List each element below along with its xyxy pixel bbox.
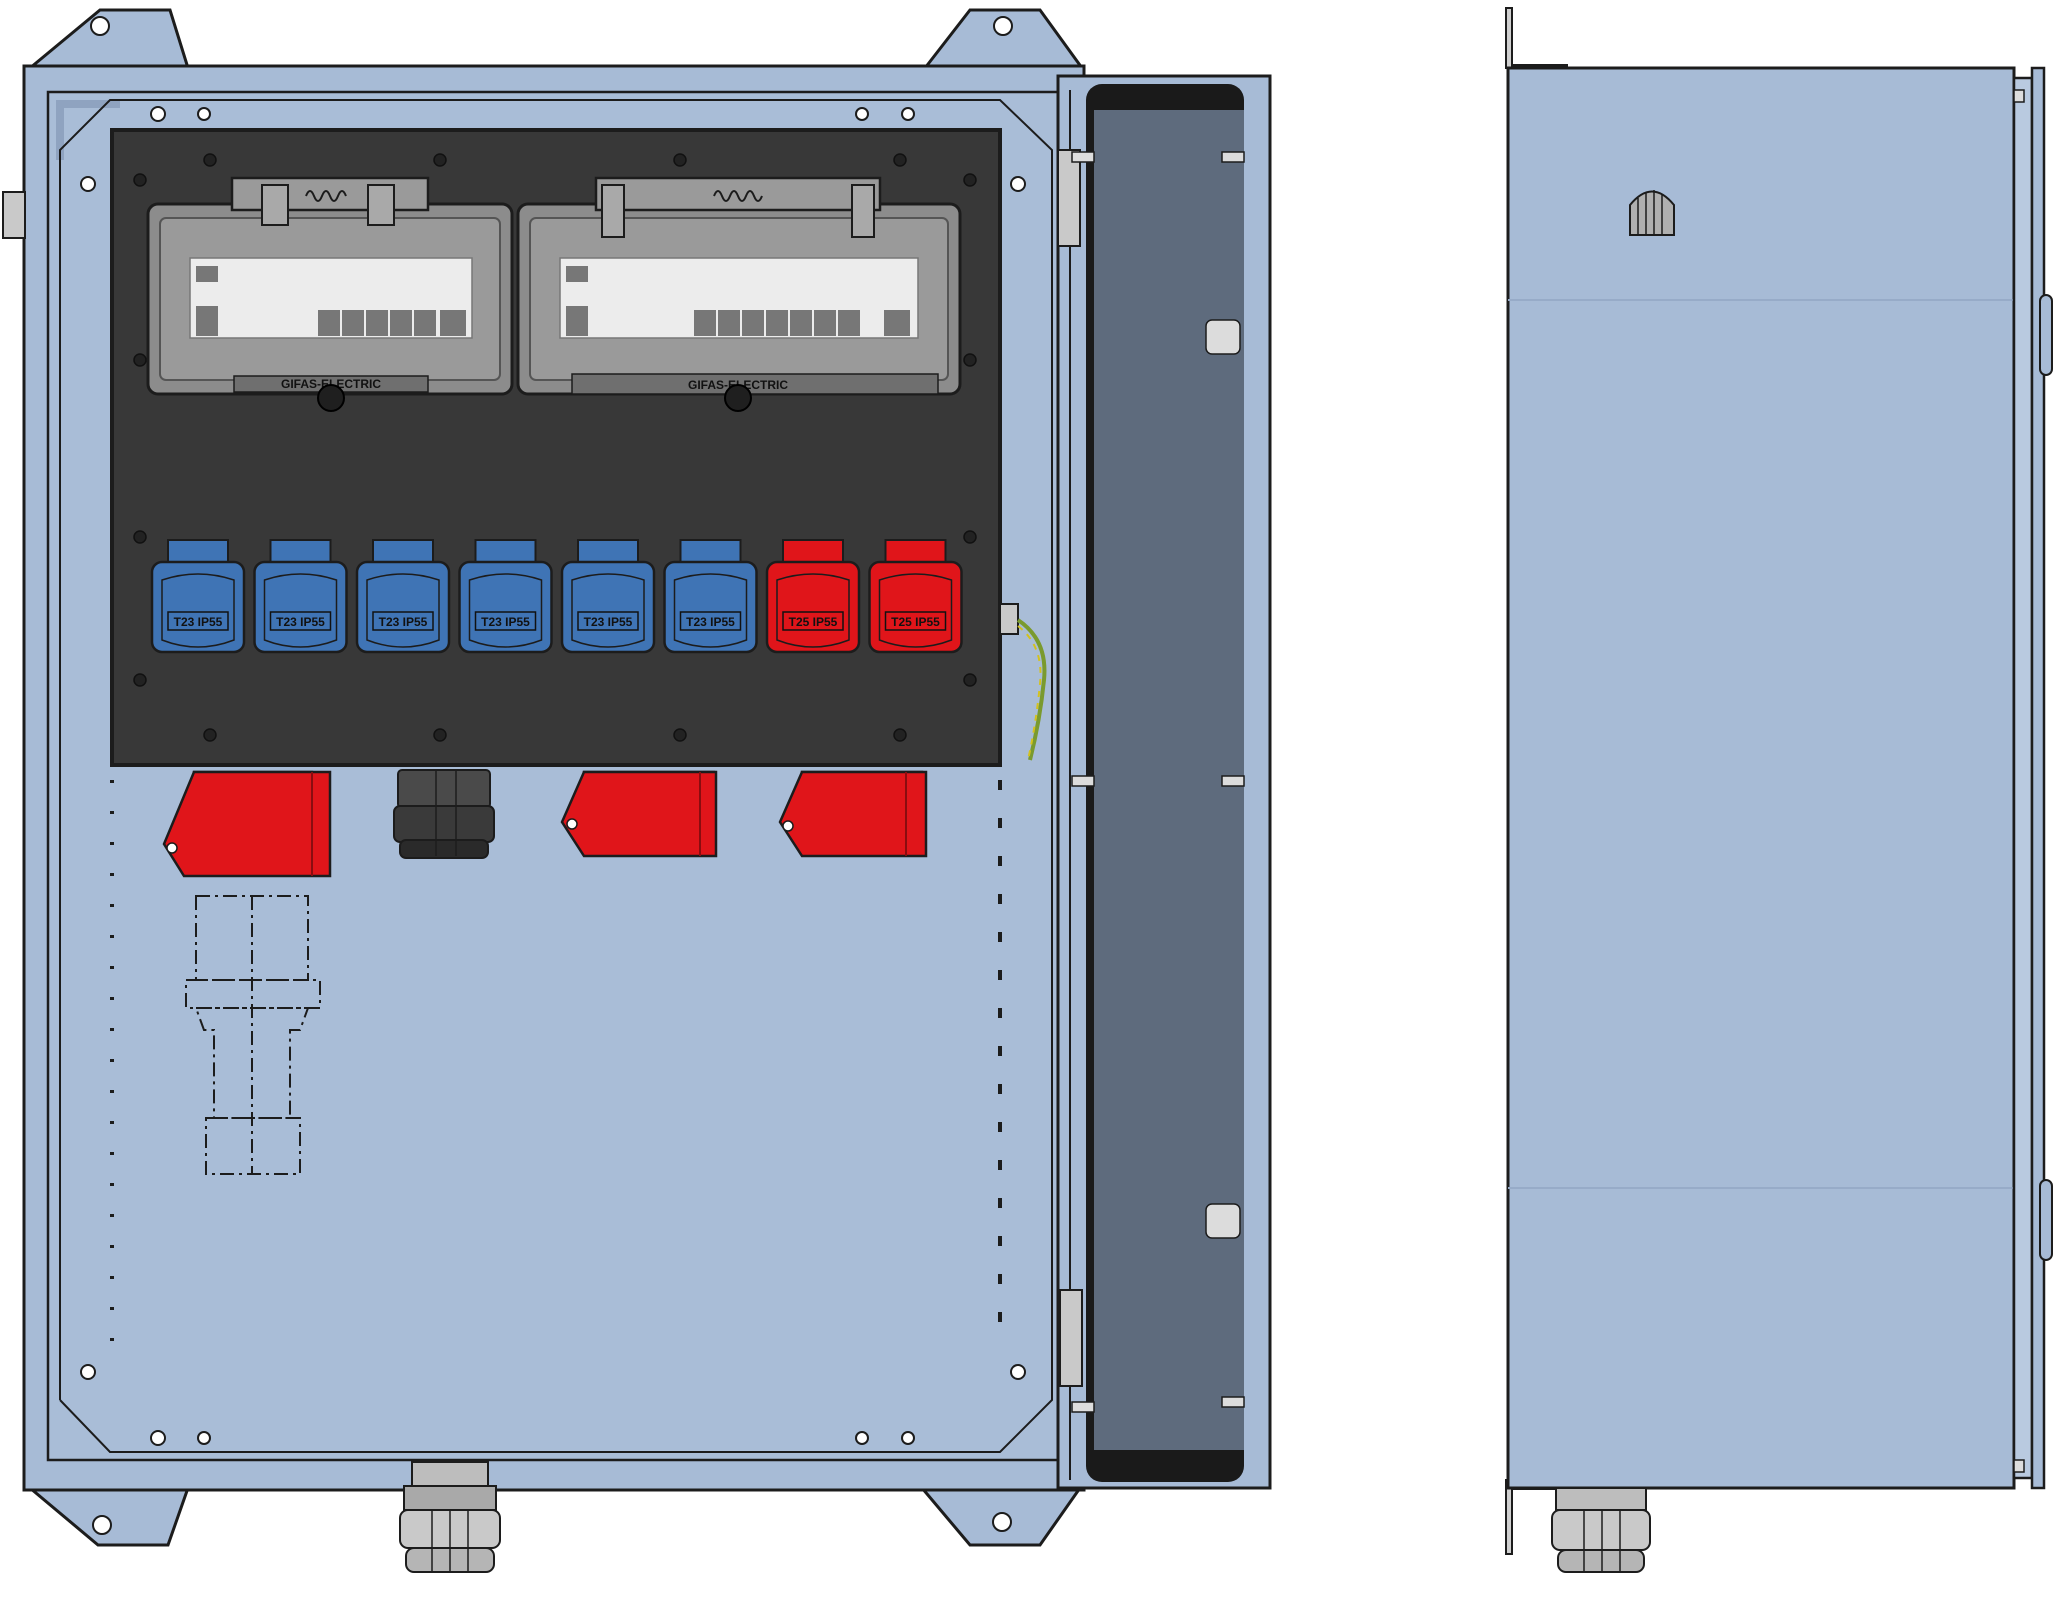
socket-icon: T25 IP55 xyxy=(868,539,963,654)
socket-label: T23 IP55 xyxy=(276,615,325,629)
socket-icon: T25 IP55 xyxy=(765,539,861,654)
socket-icon: T23 IP55 xyxy=(560,539,656,654)
side-clip xyxy=(2,191,26,239)
socket-label: T23 IP55 xyxy=(174,615,223,629)
socket-icon: T23 IP55 xyxy=(150,539,246,654)
brand-label-left: GIFAS-ELECTRIC xyxy=(281,377,381,391)
mounting-lug-bottom-right xyxy=(918,1486,1083,1547)
hinge-icon xyxy=(1057,149,1095,1413)
front-view: GIFAS-ELECTRIC GIFAS-ELECTRIC xyxy=(2,8,1272,1573)
side-clip-icon xyxy=(1629,190,1675,236)
socket-label: T23 IP55 xyxy=(584,615,633,629)
socket-label: T23 IP55 xyxy=(379,615,428,629)
socket-label: T25 IP55 xyxy=(891,615,940,629)
door-panel xyxy=(1056,74,1272,1490)
cable-gland-icon xyxy=(399,1461,501,1573)
power-inlet-red xyxy=(560,770,718,858)
earth-wire-icon xyxy=(999,603,1047,761)
side-body xyxy=(1506,66,2016,1490)
socket-icon: T23 IP55 xyxy=(458,539,553,654)
cable-gland-icon xyxy=(393,769,495,859)
plug-outline xyxy=(185,895,321,1175)
side-view xyxy=(1505,7,2053,1573)
socket-label: T23 IP55 xyxy=(481,615,530,629)
cable-gland-icon xyxy=(1551,1487,1651,1573)
circuit-breaker-icon: GIFAS-ELECTRIC xyxy=(146,176,514,412)
mounting-lug-bottom-left xyxy=(25,1486,191,1547)
socket-row: T23 IP55 T23 IP55 T23 IP55 T23 IP55 T23 IP55… xyxy=(150,539,963,654)
socket-icon: T23 IP55 xyxy=(355,539,451,654)
socket-label: T23 IP55 xyxy=(686,615,735,629)
socket-icon: T23 IP55 xyxy=(663,539,758,654)
power-inlet-red xyxy=(162,770,332,878)
power-inlet-red xyxy=(778,770,928,858)
screw-icon xyxy=(80,106,1026,1446)
circuit-breaker-icon: GIFAS-ELECTRIC xyxy=(516,176,962,412)
socket-icon: T23 IP55 xyxy=(253,539,348,654)
socket-label: T25 IP55 xyxy=(789,615,838,629)
mounting-lug-top-right xyxy=(921,8,1085,70)
mounting-lug-top-left xyxy=(25,8,191,70)
